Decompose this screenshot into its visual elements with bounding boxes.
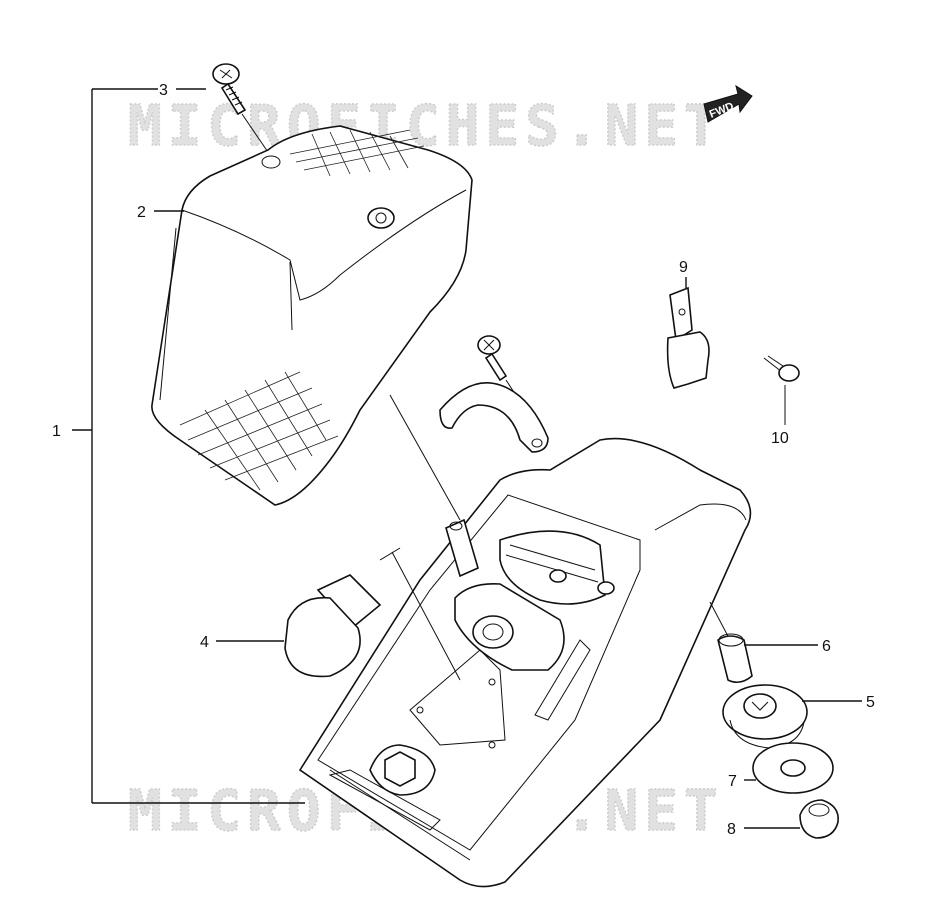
spacer-collar [709, 601, 753, 684]
callout-2: 2 [137, 204, 146, 221]
tail-lamp-housing [298, 437, 752, 888]
callout-4: 4 [200, 634, 209, 651]
bulb-bracket [439, 381, 549, 453]
callout-9: 9 [679, 259, 688, 276]
callout-6: 6 [822, 638, 831, 655]
nut [799, 799, 839, 839]
terminal-clip [666, 280, 710, 389]
callout-3: 3 [159, 82, 168, 99]
watermark-top: MICROFICHES.NET [128, 94, 724, 159]
callout-7: 7 [728, 773, 737, 790]
mounting-screw-small [763, 355, 800, 425]
tail-lamp-lens [151, 125, 473, 521]
callout-1: 1 [52, 423, 61, 440]
rubber-cushion [722, 684, 808, 749]
washer [752, 742, 834, 794]
callout-10: 10 [771, 430, 789, 447]
callout-5: 5 [866, 694, 875, 711]
bulb [284, 574, 382, 678]
assembly-bracket [72, 88, 305, 804]
leader-lines [154, 88, 862, 829]
callout-8: 8 [727, 821, 736, 838]
fwd-direction-badge: FWD [703, 84, 753, 123]
